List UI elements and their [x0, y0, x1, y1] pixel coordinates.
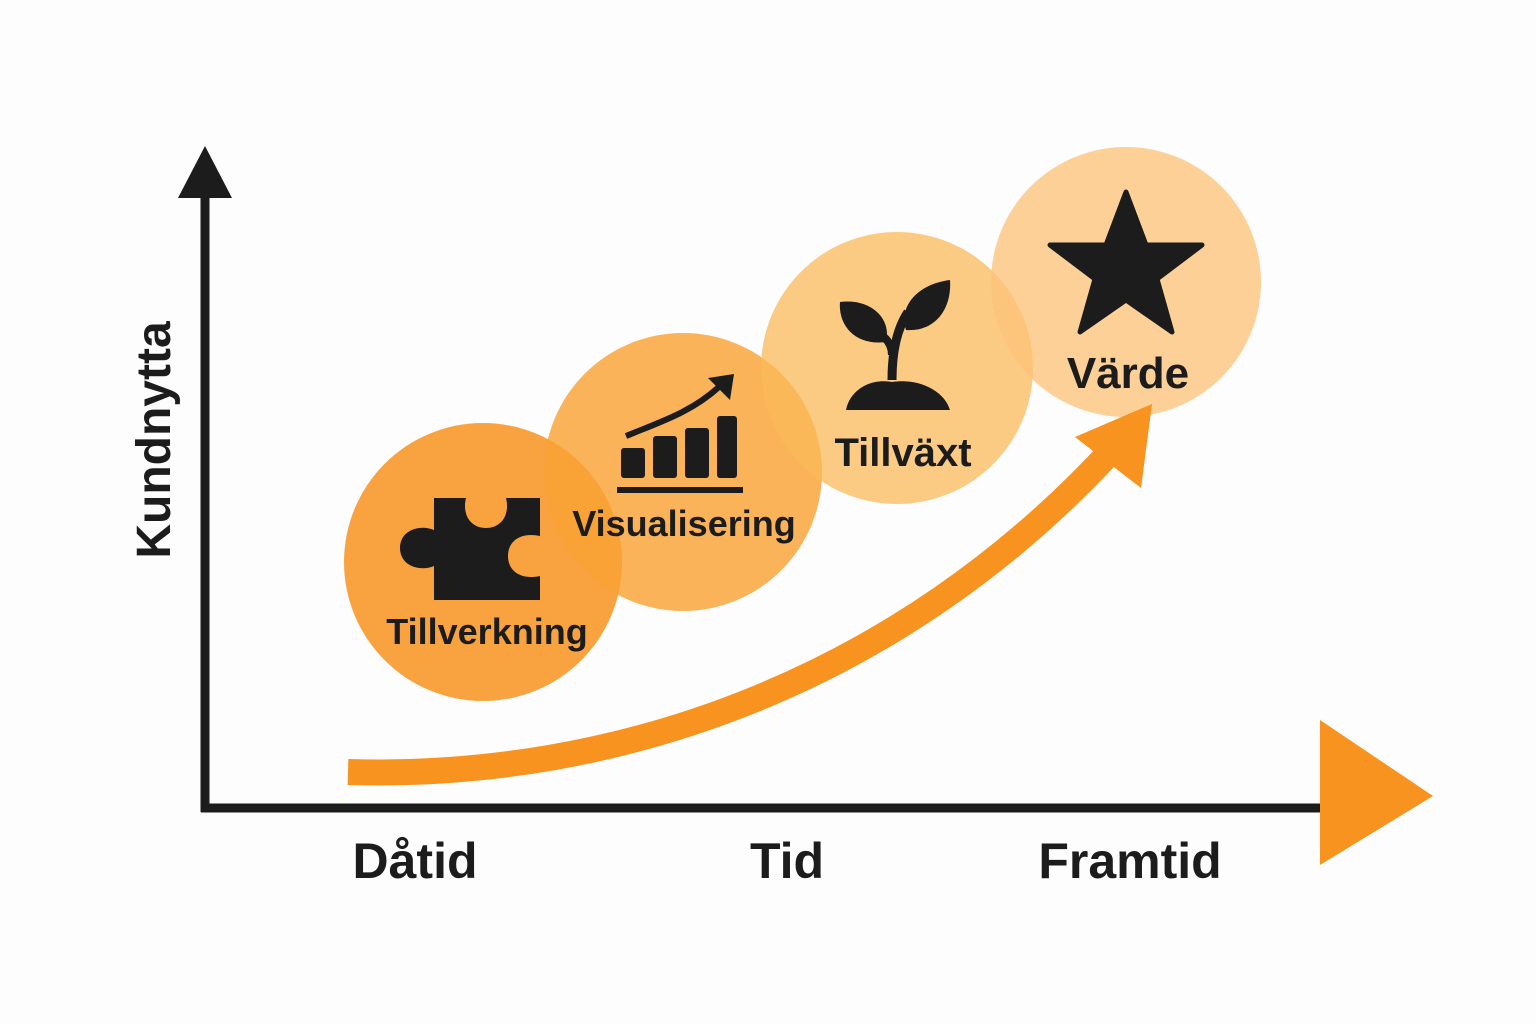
stage-circle-tillvaxt [761, 232, 1033, 504]
stage-label-tillverkning: Tillverkning [386, 611, 587, 652]
y-axis-arrowhead [178, 146, 232, 198]
x-tick-tid: Tid [750, 833, 824, 889]
puzzle-icon [400, 498, 540, 600]
stage-label-visualisering: Visualisering [572, 503, 795, 544]
star-icon [1047, 189, 1205, 335]
growth-arrow-shaft [347, 441, 1122, 786]
x-axis-arrowhead [1320, 720, 1433, 865]
x-tick-framtid: Framtid [1038, 833, 1221, 889]
growth-arrow-head [1075, 404, 1152, 488]
x-tick-datid: Dåtid [353, 833, 478, 889]
bar-chart-growth-icon [617, 374, 743, 493]
sprout-icon [839, 280, 951, 410]
stage-circle-visualisering [544, 333, 822, 611]
y-axis-label: Kundnytta [128, 321, 181, 559]
stage-label-tillvaxt: Tillväxt [834, 431, 971, 475]
stage-label-varde: Värde [1067, 349, 1189, 398]
